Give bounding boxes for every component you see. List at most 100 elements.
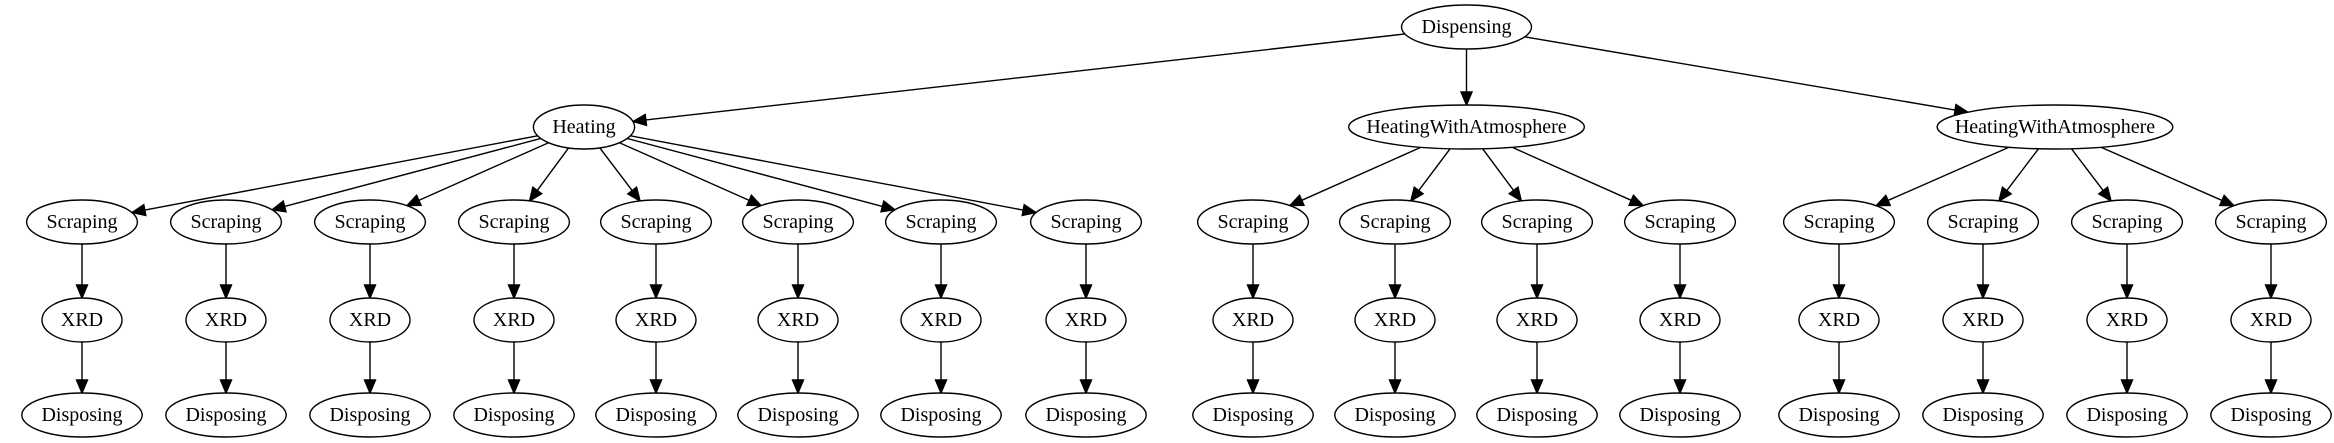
node-label: Disposing <box>1354 404 1435 426</box>
node-ellipse <box>1623 199 1737 245</box>
node-label: Scraping <box>1947 211 2018 233</box>
node-label: Scraping <box>190 211 261 233</box>
node-ellipse <box>329 297 411 343</box>
edge-arrow <box>2264 244 2278 300</box>
node-ellipse <box>2230 297 2312 343</box>
node-ellipse <box>1025 392 1147 438</box>
edge-arrow <box>2120 244 2134 300</box>
xrd-node: XRD <box>2086 297 2168 343</box>
node-ellipse <box>21 392 143 438</box>
edge-arrow <box>1409 148 1451 203</box>
node-label: Disposing <box>1798 404 1879 426</box>
scraping-node: Scraping <box>1338 199 1452 245</box>
node-label: Scraping <box>1050 211 1121 233</box>
xrd-node: XRD <box>1045 297 1127 343</box>
node-label: Disposing <box>1639 404 1720 426</box>
node-label: Disposing <box>2230 404 2311 426</box>
edge-arrow <box>649 342 663 395</box>
edge-arrow <box>1832 342 1846 395</box>
node-ellipse <box>1338 199 1452 245</box>
edge-arrow <box>1482 148 1523 203</box>
scraping-node: Scraping <box>1196 199 1310 245</box>
node-label: XRD <box>61 309 103 331</box>
node-label: Disposing <box>329 404 410 426</box>
xrd-node: XRD <box>1798 297 1880 343</box>
node-ellipse <box>2210 392 2332 438</box>
disposing-node: Disposing <box>165 392 287 438</box>
edge-arrow <box>1388 244 1402 300</box>
node-label: Disposing <box>185 404 266 426</box>
node-label: Disposing <box>473 404 554 426</box>
node-ellipse <box>2214 199 2328 245</box>
edge-arrow <box>599 147 642 203</box>
node-label: Disposing <box>900 404 981 426</box>
node-ellipse <box>1782 199 1896 245</box>
edge-arrow <box>649 244 663 300</box>
node-ellipse <box>185 297 267 343</box>
node-ellipse <box>1192 392 1314 438</box>
edge-arrow <box>1976 244 1990 300</box>
heating-node: Heating <box>532 104 636 150</box>
node-ellipse <box>165 392 287 438</box>
node-label: Scraping <box>1359 211 1430 233</box>
node-label: Scraping <box>620 211 691 233</box>
scraping-node: Scraping <box>1029 199 1143 245</box>
node-ellipse <box>741 199 855 245</box>
edge-arrow <box>363 244 377 300</box>
edge-arrow <box>1246 342 1260 395</box>
node-ellipse <box>1476 392 1598 438</box>
node-ellipse <box>1480 199 1594 245</box>
scraping-node: Scraping <box>2070 199 2184 245</box>
node-ellipse <box>41 297 123 343</box>
edge-arrow <box>2264 342 2278 395</box>
node-label: HeatingWithAtmosphere <box>1366 116 1566 138</box>
scraping-node: Scraping <box>884 199 998 245</box>
scraping-node: Scraping <box>457 199 571 245</box>
edge-arrow <box>619 142 763 207</box>
node-ellipse <box>1196 199 1310 245</box>
node-label: Disposing <box>2086 404 2167 426</box>
xrd-node: XRD <box>900 297 982 343</box>
node-ellipse <box>1347 104 1585 150</box>
node-ellipse <box>1496 297 1578 343</box>
node-ellipse <box>532 104 636 150</box>
edge-arrow <box>75 342 89 395</box>
node-label: Scraping <box>905 211 976 233</box>
edge-arrow <box>1079 244 1093 300</box>
edge-arrow <box>1673 342 1687 395</box>
node-ellipse <box>2070 199 2184 245</box>
xrd-node: XRD <box>615 297 697 343</box>
node-ellipse <box>25 199 139 245</box>
edge-arrow <box>1673 244 1687 300</box>
node-ellipse <box>1942 297 2024 343</box>
node-label: XRD <box>635 309 677 331</box>
node-label: Scraping <box>46 211 117 233</box>
node-ellipse <box>1400 4 1533 50</box>
edge-arrow <box>405 142 549 207</box>
edge-arrow <box>934 342 948 395</box>
edge-arrow <box>1459 49 1474 107</box>
node-label: XRD <box>1232 309 1274 331</box>
node-label: Scraping <box>762 211 833 233</box>
node-ellipse <box>1334 392 1456 438</box>
edge-arrow <box>631 33 1405 127</box>
disposing-node: Disposing <box>2066 392 2188 438</box>
disposing-node: Disposing <box>1334 392 1456 438</box>
node-label: XRD <box>1818 309 1860 331</box>
edge-arrow <box>1524 36 1970 117</box>
edge-arrow <box>1832 244 1846 300</box>
node-ellipse <box>1619 392 1741 438</box>
disposing-node: Disposing <box>1476 392 1598 438</box>
node-label: Disposing <box>1496 404 1577 426</box>
scraping-node: Scraping <box>599 199 713 245</box>
scraping-node: Scraping <box>313 199 427 245</box>
node-label: Disposing <box>41 404 122 426</box>
dispensing-node: Dispensing <box>1400 4 1533 50</box>
edge-arrow <box>1976 342 1990 395</box>
xrd-node: XRD <box>473 297 555 343</box>
node-ellipse <box>1045 297 1127 343</box>
disposing-node: Disposing <box>309 392 431 438</box>
node-label: Scraping <box>1501 211 1572 233</box>
node-label: Scraping <box>2235 211 2306 233</box>
